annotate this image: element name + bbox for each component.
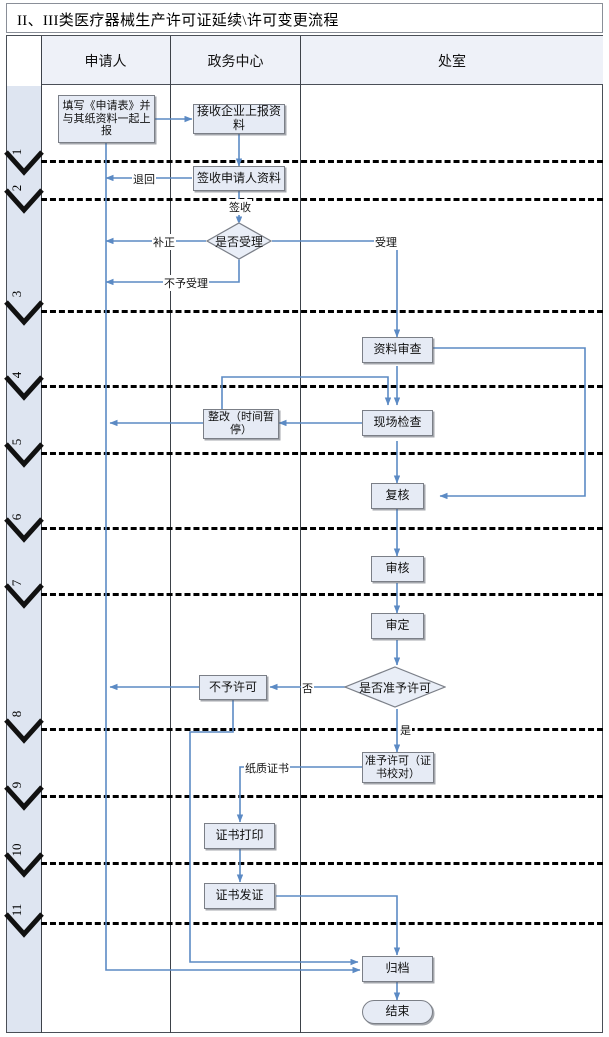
step-separator-5 xyxy=(41,452,603,455)
node-certificate-issuance[interactable]: 证书发证 xyxy=(204,883,275,909)
node-license-granted-certificate-proofread[interactable]: 准予许可（证书校对） xyxy=(362,752,434,783)
decision-grant-label: 是否准予许可 xyxy=(358,680,431,695)
step-number-4: 4 xyxy=(9,371,24,379)
node-license-denied[interactable]: 不予许可 xyxy=(199,675,267,700)
step-separator-10 xyxy=(41,862,603,865)
step-separator-2 xyxy=(41,198,603,201)
step-number-7: 7 xyxy=(9,579,24,587)
node-certificate-printing[interactable]: 证书打印 xyxy=(204,823,275,849)
lane-header-service-center: 政务中心 xyxy=(207,55,264,70)
edge-label-yes: 是 xyxy=(399,722,412,738)
edge-label-supplement: 补正 xyxy=(152,234,176,250)
diagram-title-bar: II、III类医疗器械生产许可证延续\许可变更流程 xyxy=(6,3,603,33)
edge-label-accepted: 受理 xyxy=(374,234,398,250)
step-separator-8 xyxy=(41,728,603,731)
node-rectification-time-paused[interactable]: 整改（时间暂停） xyxy=(203,409,279,439)
lane-divider-0 xyxy=(41,36,42,1033)
edge-label-paper-certificate: 纸质证书 xyxy=(244,760,290,776)
lane-header-office: 处室 xyxy=(438,55,466,70)
node-receive-enterprise-materials[interactable]: 接收企业上报资料 xyxy=(193,104,285,134)
decision-accept-label: 是否受理 xyxy=(214,234,263,249)
step-number-11: 11 xyxy=(9,903,24,917)
step-separator-1 xyxy=(41,160,603,163)
step-number-2: 2 xyxy=(9,184,24,192)
step-separator-6 xyxy=(41,527,603,530)
step-separator-4 xyxy=(41,385,603,388)
step-separator-3 xyxy=(41,310,603,313)
lane-header-applicant: 申请人 xyxy=(84,55,127,70)
lane-divider-2 xyxy=(300,36,301,1033)
node-onsite-inspection[interactable]: 现场检查 xyxy=(362,410,433,436)
step-number-strip xyxy=(7,86,41,1032)
edge-label-not-accepted: 不予受理 xyxy=(163,275,209,291)
lane-divider-1 xyxy=(170,36,171,1033)
node-decision-accept[interactable]: 是否受理 xyxy=(206,222,272,260)
page-title: II、III类医疗器械生产许可证延续\许可变更流程 xyxy=(17,13,339,29)
node-fill-application-form[interactable]: 填写《申请表》并与其纸资料一起上报 xyxy=(58,95,155,143)
node-end-terminator[interactable]: 结束 xyxy=(362,1000,433,1024)
node-decision-grant-license[interactable]: 是否准予许可 xyxy=(344,666,446,708)
node-final-approval[interactable]: 审定 xyxy=(371,613,424,639)
lane-header-band xyxy=(41,36,603,85)
step-separator-7 xyxy=(41,593,603,596)
edge-label-return: 退回 xyxy=(132,171,156,187)
step-number-8: 8 xyxy=(9,710,24,718)
step-separator-9 xyxy=(41,795,603,798)
node-sign-receipt-materials[interactable]: 签收申请人资料 xyxy=(193,166,285,191)
step-number-3: 3 xyxy=(9,290,24,298)
edge-label-no: 否 xyxy=(301,680,314,696)
node-re-examination[interactable]: 复核 xyxy=(371,483,424,509)
node-archive[interactable]: 归档 xyxy=(362,956,433,982)
step-number-9: 9 xyxy=(9,781,24,789)
step-separator-11 xyxy=(41,922,603,925)
node-audit[interactable]: 审核 xyxy=(371,556,424,582)
node-material-review[interactable]: 资料审查 xyxy=(362,337,433,363)
step-number-10: 10 xyxy=(9,843,24,857)
swimlane-grid xyxy=(6,35,603,1033)
step-number-1: 1 xyxy=(9,148,24,156)
step-number-6: 6 xyxy=(9,513,24,521)
step-number-5: 5 xyxy=(9,438,24,446)
edge-label-signed: 签收 xyxy=(228,199,252,215)
